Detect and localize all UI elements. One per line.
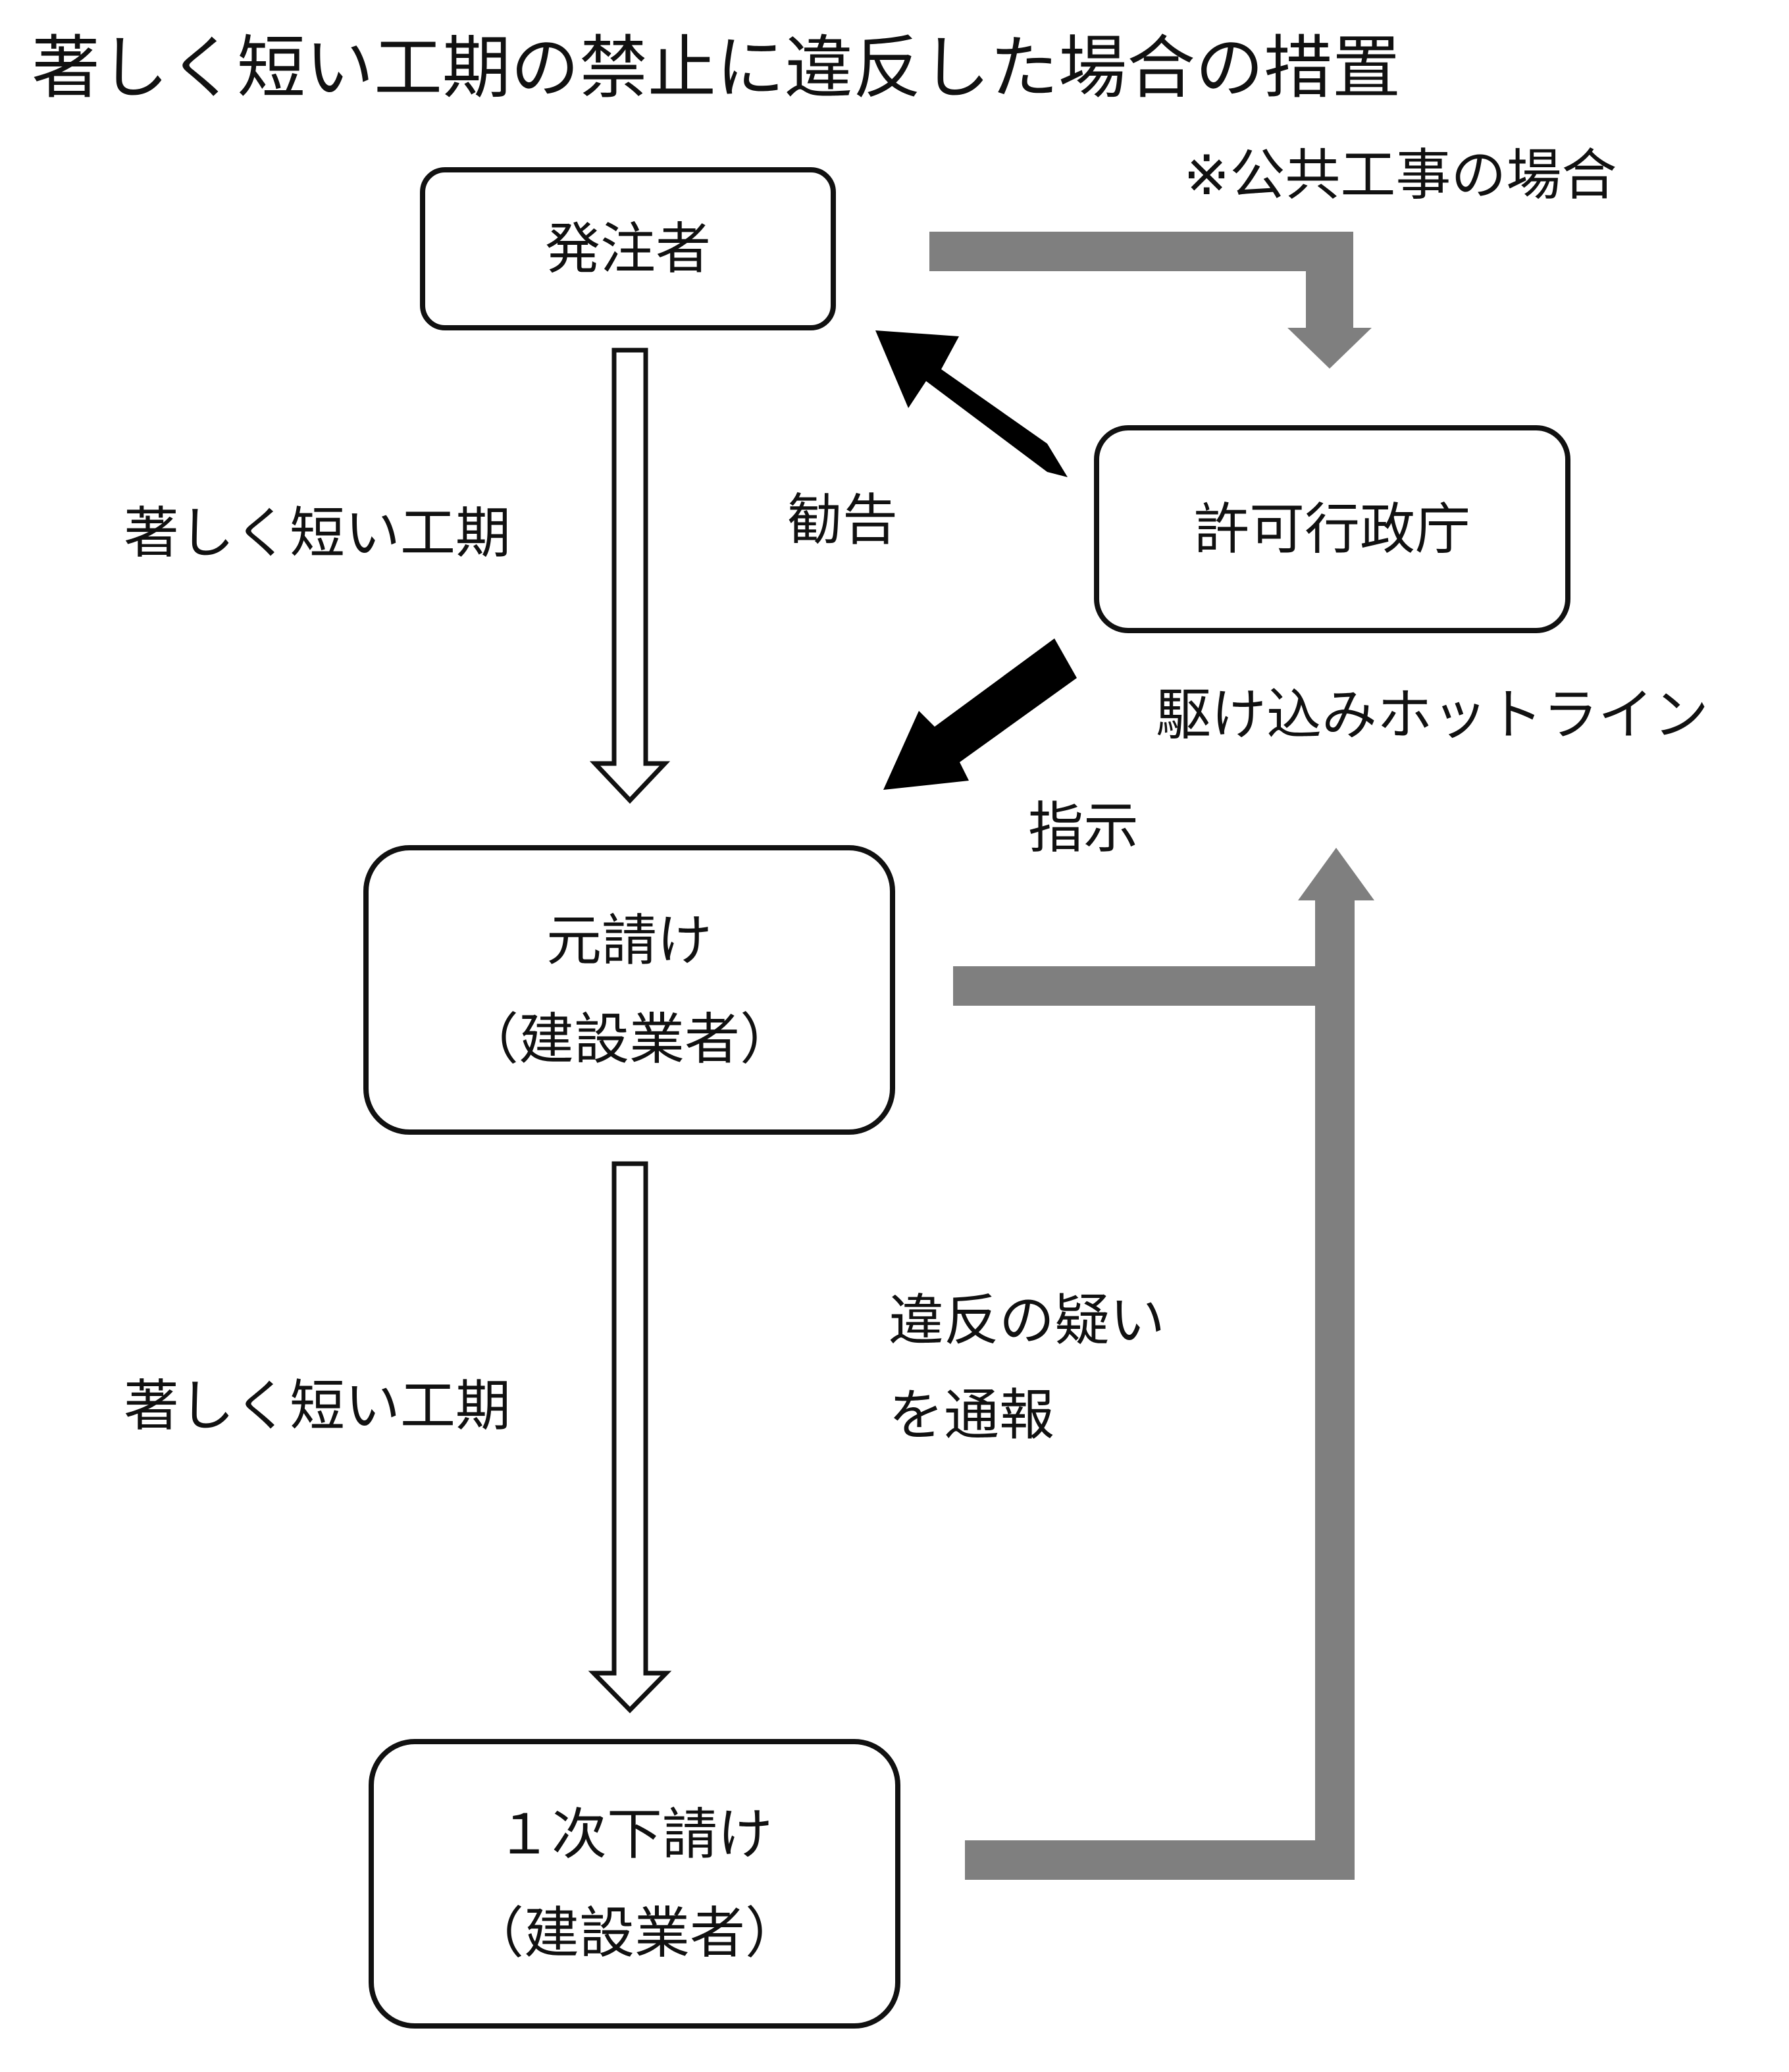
- client-label: 発注者: [544, 217, 711, 281]
- authority-box: 許可行政庁: [1094, 425, 1570, 633]
- report-label-line1: 違反の疑い: [889, 1288, 1166, 1353]
- subcontractor-type: （建設業者）: [468, 1901, 800, 1965]
- instruction-arrow: [883, 638, 1077, 790]
- page-title: 著しく短い工期の禁止に違反した場合の措置: [32, 28, 1401, 108]
- prime-contractor-box: 元請け （建設業者）: [363, 845, 895, 1135]
- recommendation-arrow: [875, 330, 1068, 477]
- subcontractor-label: １次下請け: [496, 1802, 773, 1867]
- authority-label: 許可行政庁: [1193, 497, 1470, 561]
- client-box: 発注者: [420, 167, 836, 330]
- hotline-label: 駆け込みホットライン: [1156, 683, 1709, 747]
- short-period-label-1: 著しく短い工期: [124, 501, 511, 565]
- report-label-line2: を通報: [889, 1383, 1055, 1447]
- hotline-arrow: [953, 848, 1374, 1880]
- public-works-arrow: [929, 232, 1372, 369]
- recommendation-label: 勧告: [787, 488, 898, 552]
- short-period-label-2: 著しく短い工期: [124, 1374, 511, 1438]
- prime-contractor-label: 元請け: [546, 908, 712, 973]
- subcontractor-box: １次下請け （建設業者）: [369, 1739, 900, 2029]
- public-works-note: ※公共工事の場合: [1183, 143, 1617, 207]
- prime-contractor-type: （建設業者）: [463, 1007, 795, 1072]
- short-period-arrow-1: [589, 348, 671, 804]
- short-period-arrow-2: [588, 1161, 672, 1713]
- instruction-label: 指示: [1028, 796, 1139, 860]
